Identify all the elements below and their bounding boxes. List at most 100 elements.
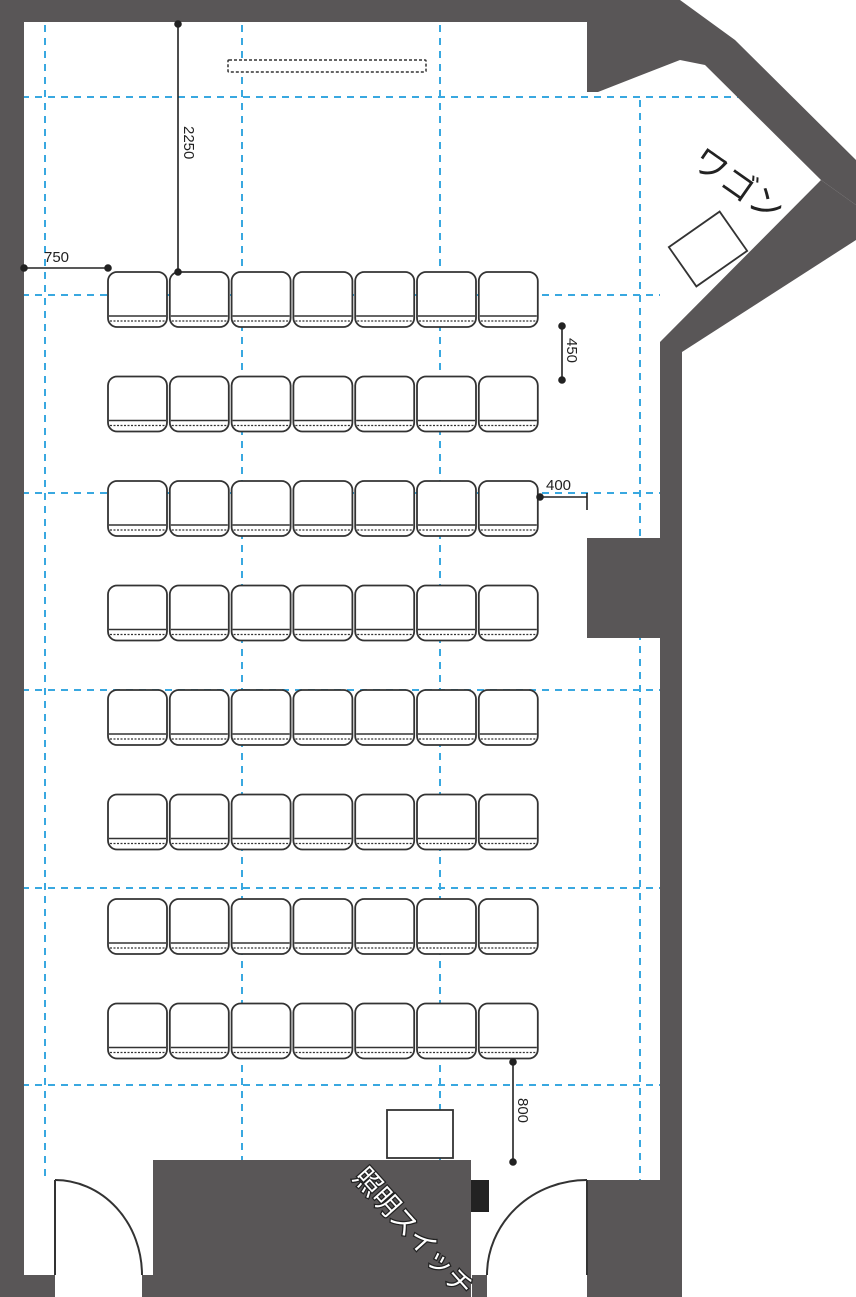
seat-cushion (292, 271, 354, 328)
seat-cushion (477, 271, 539, 328)
seat-cushion (477, 898, 539, 955)
dim-dot (20, 264, 28, 272)
seat (477, 793, 539, 851)
dim-label-row-gap: 450 (563, 338, 580, 363)
seat (168, 689, 230, 746)
seat-cushion (230, 584, 292, 642)
seat-cushion (416, 689, 477, 746)
dim-label-left: 750 (44, 249, 69, 266)
seat-cushion (477, 793, 539, 851)
seating-area (107, 271, 539, 1060)
seat-cushion (107, 898, 168, 955)
seat-cushion (107, 271, 168, 328)
seat-cushion (168, 793, 230, 851)
seat (230, 1002, 292, 1060)
dimensions (20, 20, 588, 1166)
seat-cushion (354, 375, 416, 433)
seat-cushion (168, 375, 230, 433)
seat-cushion (354, 271, 416, 328)
seat-cushion (107, 689, 168, 746)
seat (107, 689, 168, 746)
seat (230, 480, 292, 537)
seat-cushion (416, 480, 477, 537)
seat-cushion (354, 689, 416, 746)
door-left-swing (54, 1179, 143, 1276)
seat (168, 793, 230, 851)
seat-cushion (416, 271, 477, 328)
seat (230, 689, 292, 746)
wagon-cart (667, 210, 749, 288)
seat (354, 271, 416, 328)
seat (416, 584, 477, 642)
seat-cushion (292, 584, 354, 642)
seat-cushion (292, 898, 354, 955)
dim-dot (174, 20, 182, 28)
seat-cushion (416, 898, 477, 955)
seat-cushion (354, 480, 416, 537)
seat (416, 898, 477, 955)
seat (107, 898, 168, 955)
wall-bottom-mid-right (472, 1275, 487, 1297)
seat-cushion (477, 375, 539, 433)
seat-cushion (107, 480, 168, 537)
seat (292, 793, 354, 851)
dim-dot (558, 322, 566, 330)
seat (107, 271, 168, 328)
screen (227, 59, 427, 73)
seat-cushion (477, 480, 539, 537)
seat-cushion (168, 689, 230, 746)
wall-diagonal-lower (660, 180, 856, 352)
wall-diagonal-upper (680, 0, 856, 205)
seat (107, 584, 168, 642)
seat (292, 898, 354, 955)
seat (292, 375, 354, 433)
seat-cushion (230, 793, 292, 851)
seat (168, 898, 230, 955)
seat-cushion (292, 375, 354, 433)
wagon-label: ワゴン (685, 140, 791, 231)
seat (477, 375, 539, 433)
seat (354, 1002, 416, 1060)
seat-cushion (107, 375, 168, 433)
seat (416, 375, 477, 433)
seat-cushion (477, 584, 539, 642)
seat (416, 271, 477, 328)
seat (230, 271, 292, 328)
wall-bottom-right-block (587, 1180, 682, 1297)
dim-label-side: 400 (546, 477, 571, 494)
seat (477, 584, 539, 642)
rear-desk (153, 1160, 471, 1297)
seat (292, 1002, 354, 1060)
dim-dot (509, 1058, 517, 1066)
dim-dot (536, 493, 544, 501)
seat-cushion (354, 1002, 416, 1060)
seat (168, 480, 230, 537)
seat-cushion (230, 375, 292, 433)
seat (230, 793, 292, 851)
seat-cushion (168, 1002, 230, 1060)
dim-dot (174, 268, 182, 276)
seat-cushion (292, 689, 354, 746)
seat (168, 271, 230, 328)
seat-cushion (416, 793, 477, 851)
seat (292, 584, 354, 642)
seat (107, 1002, 168, 1060)
seat (292, 271, 354, 328)
seat-cushion (107, 584, 168, 642)
seat (107, 375, 168, 433)
seat (477, 689, 539, 746)
seat-cushion (230, 271, 292, 328)
seat (168, 375, 230, 433)
dim-label-rear: 800 (514, 1098, 531, 1123)
seat-cushion (292, 1002, 354, 1060)
seat-cushion (168, 898, 230, 955)
seat-cushion (477, 689, 539, 746)
seat (292, 480, 354, 537)
seat (354, 480, 416, 537)
seat (354, 584, 416, 642)
seat (107, 793, 168, 851)
seat-cushion (416, 584, 477, 642)
seat (477, 480, 539, 537)
seat (230, 584, 292, 642)
